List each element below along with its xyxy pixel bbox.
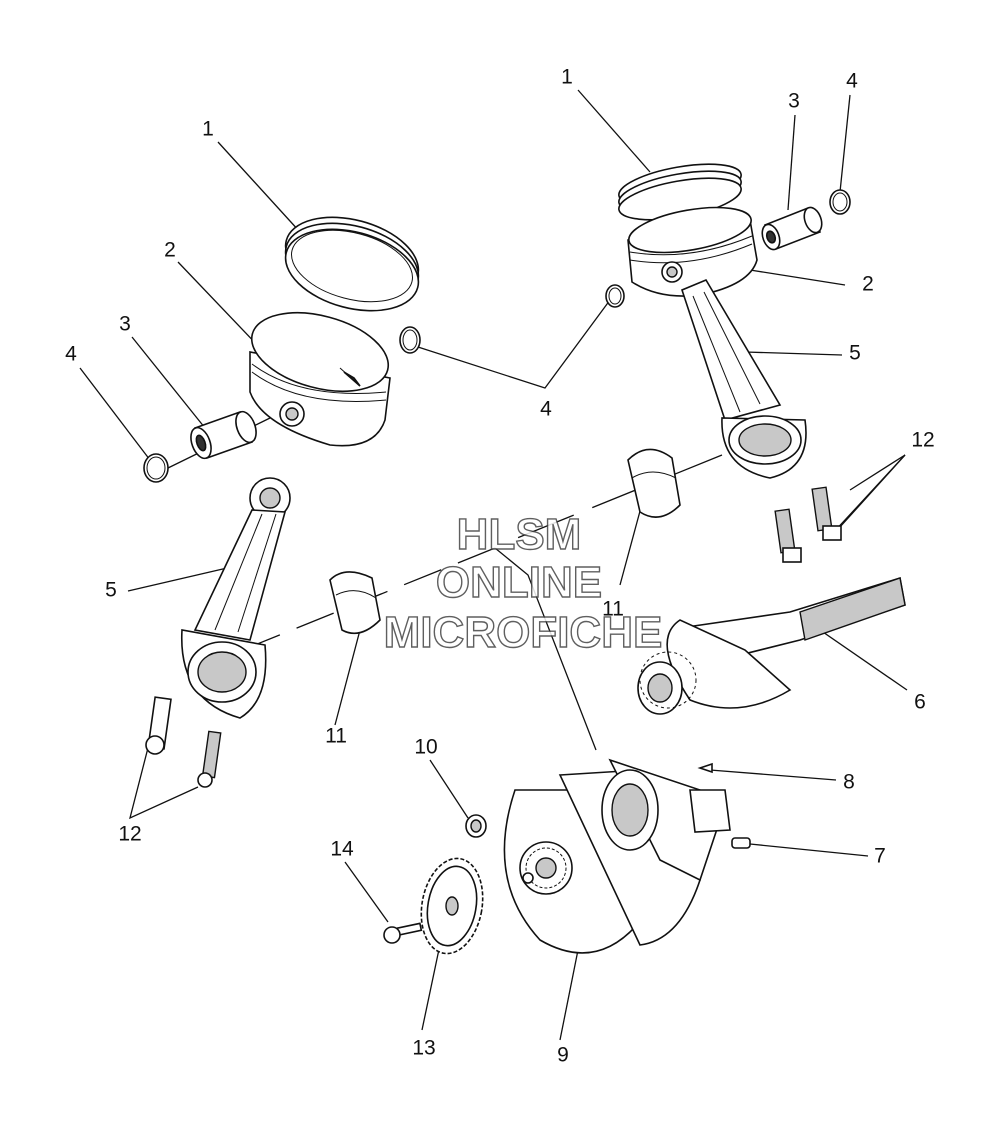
watermark-line-2: ONLINE [436,558,602,607]
callout-clip-right-top: 4 [846,70,858,93]
callout-ring-set-right: 1 [561,66,573,89]
output-shaft [637,576,906,715]
watermark-line-3: MICROFICHE [384,608,663,657]
callout-piston-left: 2 [164,239,176,262]
callout-clip-left: 4 [65,343,77,366]
callout-bearing-right: 11 [602,598,624,621]
gear-bolt [383,922,423,944]
callout-rod-bolts-right: 12 [911,429,934,452]
plug [465,814,487,838]
callout-bearing-left: 11 [325,725,347,748]
leader-lines [79,89,908,1041]
piston-pin-clip-left [143,453,169,483]
rod-bearing-left [329,571,381,635]
connecting-rod-right [681,278,807,479]
dowel-pin [731,837,751,849]
crankshaft [503,758,731,954]
woodruff-key [697,762,713,774]
callout-plug: 10 [414,736,437,759]
callout-clip-center: 4 [540,398,552,421]
callout-rod-right: 5 [849,342,861,365]
piston-pin-clip-right [829,189,851,215]
watermark-line-1: HLSM [457,510,582,559]
callout-piston-right: 2 [862,273,874,296]
callout-timing-gear: 13 [412,1037,435,1060]
piston-ring-set-left [284,216,420,312]
piston-ring-set-right [618,163,742,221]
rod-bearing-right [627,448,681,518]
rod-bolts-left [145,696,222,788]
callout-numbers: 1 1 2 2 3 3 4 4 4 5 5 6 7 8 9 10 11 11 1… [65,66,935,1067]
rod-bolts-right [774,486,842,563]
callout-pin-right: 3 [788,90,800,113]
callout-gear-bolt: 14 [330,838,354,861]
piston-pin-right [761,206,823,251]
callout-woodruff-key: 8 [843,771,855,794]
watermark: HLSM ONLINE MICROFICHE [383,509,663,657]
connecting-rod-left [180,477,291,719]
piston-pin-left [190,410,257,460]
timing-gear [420,857,484,955]
piston-pin-clip-center [399,284,625,354]
callout-crankshaft: 9 [557,1044,569,1067]
callout-dowel-pin: 7 [874,845,886,868]
callout-rod-bolts-left: 12 [118,823,141,846]
piston-left [249,311,391,447]
callout-rod-left: 5 [105,579,117,602]
callout-output-shaft: 6 [914,691,926,714]
callout-ring-set-left: 1 [202,118,214,141]
callout-pin-left: 3 [119,313,131,336]
